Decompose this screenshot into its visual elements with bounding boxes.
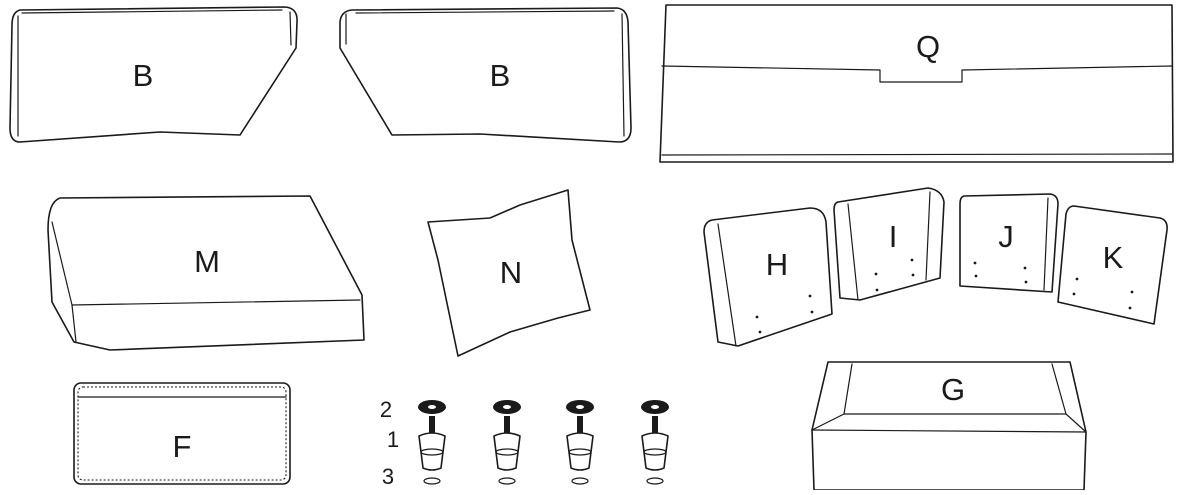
- leg-set-2: [493, 400, 521, 485]
- label-j: J: [998, 219, 1014, 254]
- backrest-i: I: [833, 187, 945, 301]
- backrest-h: H: [703, 207, 833, 347]
- leg-set-1: [418, 400, 446, 485]
- leg-set-4: [641, 400, 669, 485]
- label-k: K: [1103, 240, 1124, 275]
- panel-q: Q: [659, 4, 1174, 163]
- leg-set-3: [566, 400, 594, 485]
- label-h: H: [766, 247, 788, 282]
- backrest-j: J: [959, 193, 1059, 293]
- cushion-b-left: B: [9, 6, 298, 143]
- label-f: F: [173, 429, 192, 464]
- panel-f: F: [73, 382, 291, 485]
- label-q: Q: [916, 29, 940, 64]
- label-b-left: B: [133, 58, 154, 93]
- cover-n: N: [427, 189, 591, 357]
- label-i: I: [889, 219, 898, 254]
- label-n: N: [500, 255, 522, 290]
- label-b-right: B: [490, 58, 511, 93]
- cushion-b-right: B: [339, 7, 632, 143]
- box-g: G: [811, 361, 1087, 491]
- hardware-number-leg: 1: [387, 427, 399, 452]
- backrest-k: K: [1057, 205, 1168, 325]
- label-m: M: [194, 244, 220, 279]
- label-g: G: [941, 372, 965, 407]
- cushion-m: M: [47, 195, 365, 351]
- hardware-number-washer: 3: [382, 464, 394, 489]
- hardware-number-disc: 2: [380, 397, 392, 422]
